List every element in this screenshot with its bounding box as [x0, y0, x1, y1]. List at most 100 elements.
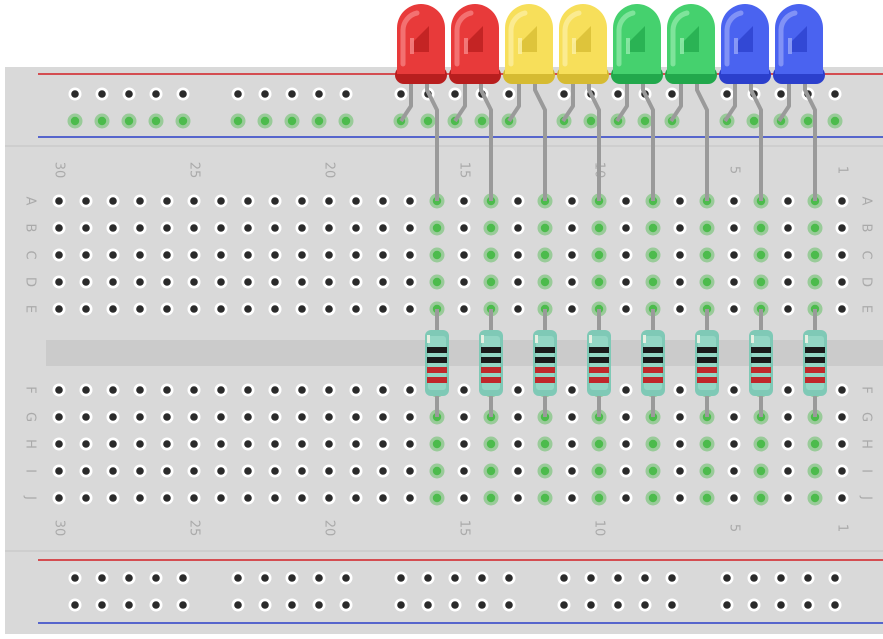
led-anvil	[465, 26, 483, 52]
rail-hole	[285, 87, 299, 101]
resistor-band	[697, 347, 717, 353]
rail-hole	[665, 598, 679, 612]
rail-hole	[149, 598, 163, 612]
grid-hole	[214, 248, 228, 262]
grid-hole	[106, 221, 120, 235]
column-number-top-30: 30	[52, 162, 67, 179]
grid-hole	[537, 220, 553, 236]
grid-hole	[619, 194, 633, 208]
grid-hole	[619, 437, 633, 451]
grid-hole	[835, 221, 849, 235]
grid-hole	[79, 302, 93, 316]
rail-hole	[94, 113, 110, 129]
grid-hole	[727, 221, 741, 235]
led-post	[410, 38, 414, 54]
rail-hole	[68, 571, 82, 585]
breadboard	[5, 67, 883, 634]
grid-hole	[591, 436, 607, 452]
resistor-shine	[481, 335, 484, 343]
row-label-left-C: C	[23, 250, 38, 259]
grid-hole	[457, 275, 471, 289]
grid-hole	[295, 437, 309, 451]
led-highlight	[778, 10, 798, 67]
led-post	[788, 38, 792, 54]
grid-hole	[322, 464, 336, 478]
yellow-led-1	[503, 4, 555, 84]
grid-hole	[619, 464, 633, 478]
grid-hole	[699, 436, 715, 452]
grid-hole	[565, 194, 579, 208]
led-post	[734, 38, 738, 54]
grid-hole	[376, 491, 390, 505]
rail-hole	[421, 598, 435, 612]
grid-hole	[295, 410, 309, 424]
grid-hole	[483, 436, 499, 452]
grid-hole	[214, 410, 228, 424]
resistor-band	[805, 357, 825, 363]
grid-hole	[591, 247, 607, 263]
resistor	[695, 309, 719, 417]
grid-hole	[376, 275, 390, 289]
grid-hole	[295, 248, 309, 262]
row-label-right-A: A	[859, 197, 874, 206]
grid-hole	[403, 437, 417, 451]
resistor-shine	[805, 335, 808, 343]
grid-hole	[160, 491, 174, 505]
grid-hole	[511, 383, 525, 397]
grid-hole	[645, 490, 661, 506]
grid-hole	[349, 437, 363, 451]
grid-hole	[835, 464, 849, 478]
grid-hole	[52, 410, 66, 424]
rail-hole	[148, 113, 164, 129]
grid-hole	[268, 194, 282, 208]
rail-hole	[774, 598, 788, 612]
grid-hole	[753, 463, 769, 479]
grid-hole	[241, 383, 255, 397]
grid-hole	[322, 383, 336, 397]
resistor-band	[643, 377, 663, 383]
grid-hole	[214, 302, 228, 316]
rail-hole	[121, 113, 137, 129]
grid-hole	[214, 383, 228, 397]
grid-hole	[645, 436, 661, 452]
grid-hole	[349, 248, 363, 262]
grid-hole	[79, 275, 93, 289]
grid-hole	[349, 410, 363, 424]
grid-hole	[214, 464, 228, 478]
rail-hole	[828, 571, 842, 585]
rail-hole	[637, 113, 653, 129]
grid-hole	[565, 221, 579, 235]
resistor-band	[751, 357, 771, 363]
grid-hole	[429, 247, 445, 263]
grid-hole	[241, 275, 255, 289]
center-groove	[46, 340, 883, 366]
grid-hole	[429, 463, 445, 479]
column-number-bottom-30: 30	[52, 520, 67, 537]
led-highlight	[400, 10, 420, 67]
rail-hole	[638, 598, 652, 612]
rail-hole	[312, 571, 326, 585]
grid-hole	[133, 410, 147, 424]
blue-led-1	[719, 4, 771, 84]
grid-hole	[727, 248, 741, 262]
resistor-band	[697, 367, 717, 373]
rail-hole	[339, 571, 353, 585]
grid-hole	[619, 221, 633, 235]
grid-hole	[835, 491, 849, 505]
rail-hole	[394, 598, 408, 612]
rail-hole	[611, 571, 625, 585]
led-post	[680, 38, 684, 54]
grid-hole	[295, 194, 309, 208]
grid-hole	[727, 464, 741, 478]
row-label-right-E: E	[859, 305, 874, 313]
grid-hole	[295, 275, 309, 289]
resistor-band	[481, 377, 501, 383]
grid-hole	[727, 383, 741, 397]
resistor-band	[427, 357, 447, 363]
grid-hole	[645, 220, 661, 236]
grid-hole	[673, 248, 687, 262]
column-number-top-25: 25	[187, 162, 202, 179]
grid-hole	[52, 248, 66, 262]
column-number-top-20: 20	[322, 162, 337, 179]
grid-hole	[457, 248, 471, 262]
